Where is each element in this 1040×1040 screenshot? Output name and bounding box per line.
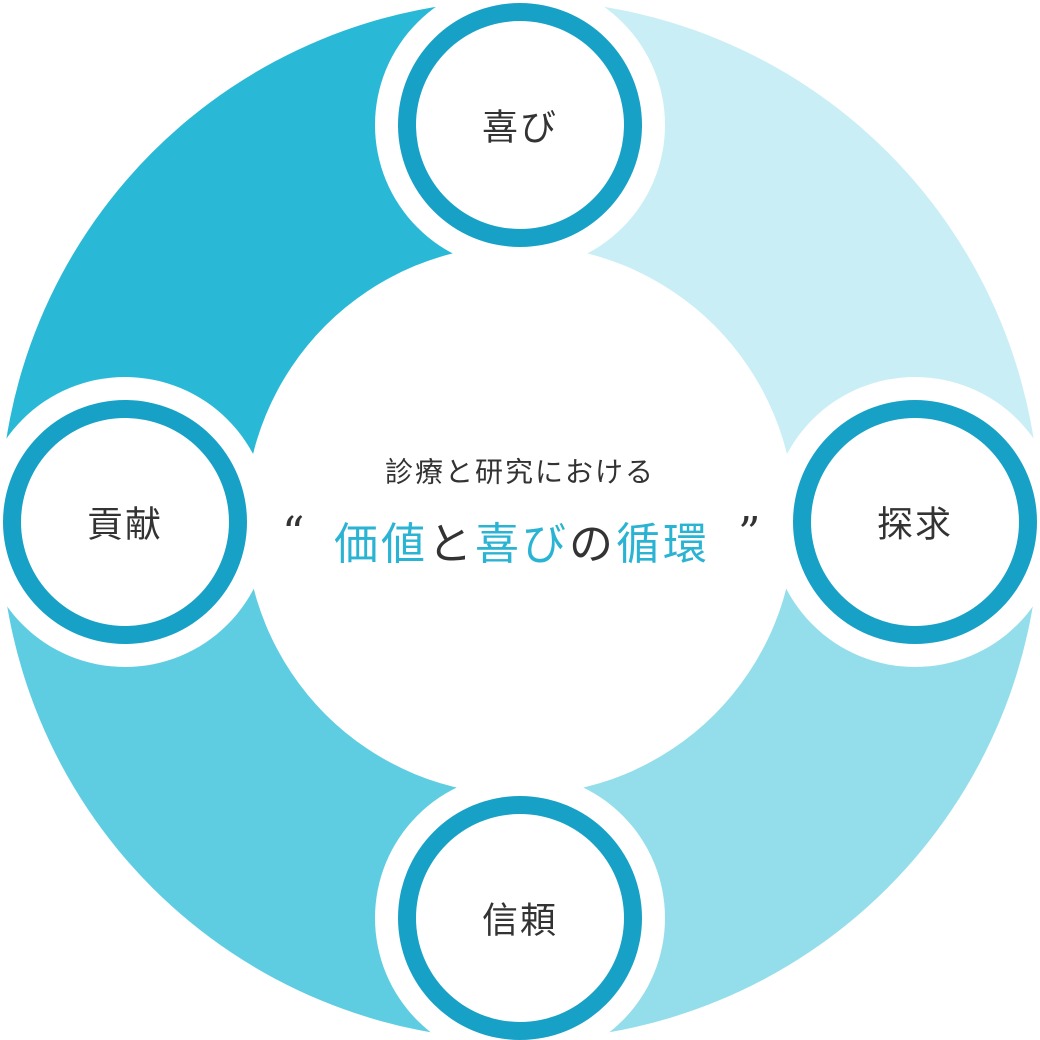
center-text: 診療と研究における “ 価値と喜びの循環 ” <box>282 456 761 570</box>
node-left-inner <box>21 418 229 626</box>
center-title-part: 喜び <box>475 519 569 570</box>
node-left: 貢献 <box>0 377 270 667</box>
center-subtitle: 診療と研究における <box>385 456 655 489</box>
node-right: 探求 <box>770 377 1040 667</box>
node-bottom: 信頼 <box>375 773 665 1040</box>
node-top-label: 喜び <box>482 108 558 149</box>
quote-close: ” <box>738 508 761 559</box>
quote-open: “ <box>282 508 305 559</box>
center-title-part: 価値 <box>334 519 428 570</box>
node-bottom-label: 信頼 <box>482 901 558 942</box>
node-top: 喜び <box>375 0 665 270</box>
center-title-part: の <box>569 519 616 570</box>
node-right-label: 探求 <box>877 505 953 546</box>
node-bottom-inner <box>416 814 624 1022</box>
node-top-inner <box>416 21 624 229</box>
center-title: 価値と喜びの循環 <box>334 519 710 570</box>
center-circle <box>245 245 795 795</box>
center-title-part: 循環 <box>616 519 710 570</box>
node-right-inner <box>811 418 1019 626</box>
node-left-label: 貢献 <box>87 505 163 546</box>
center-title-part: と <box>428 519 475 570</box>
